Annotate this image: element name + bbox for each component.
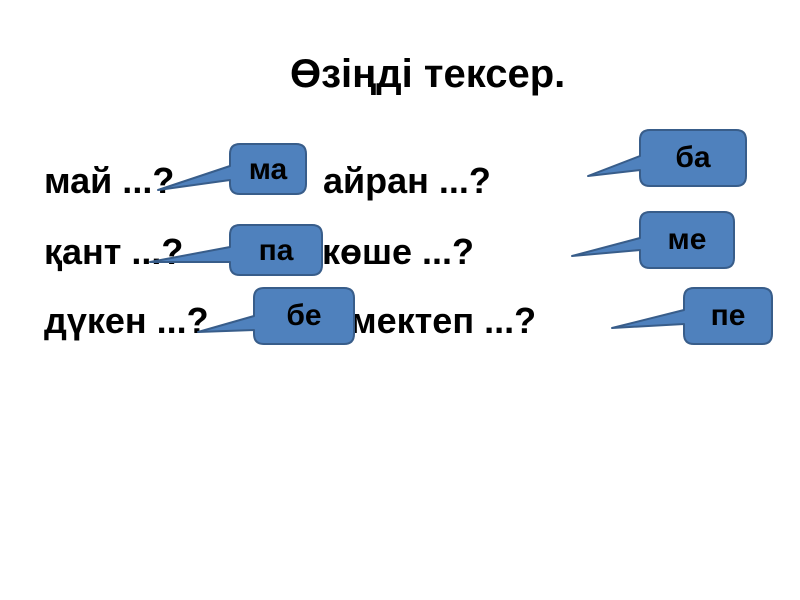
word-qant: қант ...? <box>44 231 184 272</box>
answer-ma: ма <box>248 153 288 186</box>
callout-shape-ba <box>587 129 747 187</box>
answer-me: ме <box>667 223 707 256</box>
callout-shape-me <box>571 211 735 269</box>
answer-be: бе <box>286 299 322 332</box>
answer-ba: ба <box>675 141 711 174</box>
word-koshe: көше ...? <box>322 231 475 272</box>
word-may: май ...? <box>44 160 175 201</box>
callout-shape-pa <box>149 224 323 276</box>
callout-shape-be <box>197 287 355 345</box>
answer-pe: пе <box>710 299 746 332</box>
answer-pa: па <box>258 234 294 267</box>
word-airan: айран ...? <box>323 160 491 201</box>
slide-title: Өзіңді тексер. <box>290 52 566 96</box>
callout-shape-ma <box>157 143 307 195</box>
word-duken: дүкен ...? <box>44 300 209 341</box>
word-mektep: мектеп ...? <box>350 300 537 341</box>
callout-shape-pe <box>611 287 773 345</box>
